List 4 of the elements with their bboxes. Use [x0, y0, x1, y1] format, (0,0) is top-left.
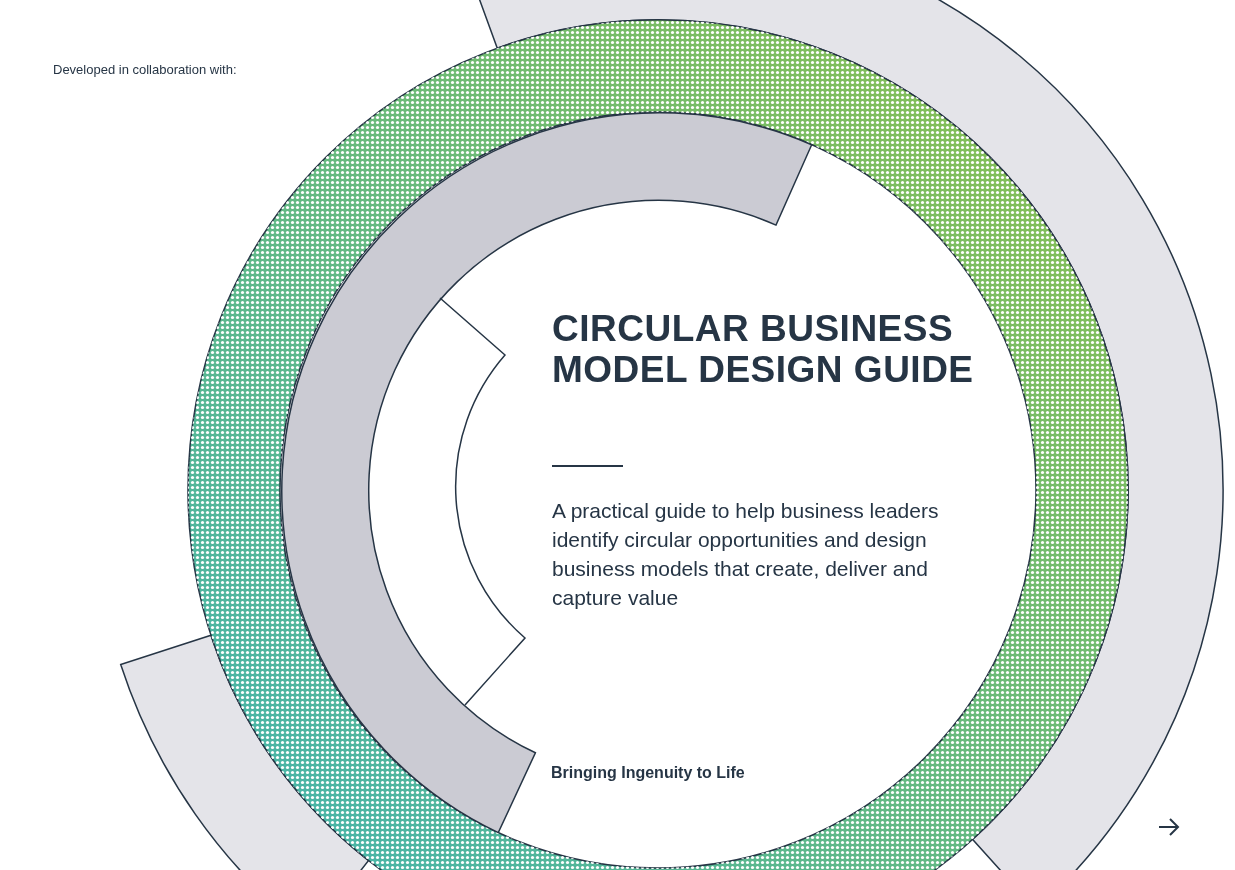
intro-text: Developed in collaboration with: [53, 62, 237, 77]
title-heading: CIRCULAR BUSINESS MODEL DESIGN GUIDE [552, 308, 975, 390]
subtitle-text: A practical guide to help business leaders identify circular opportunities and design business models that create, deliver and capture value [552, 498, 940, 611]
tagline-text: Bringing Ingenuity to Life [551, 764, 745, 782]
